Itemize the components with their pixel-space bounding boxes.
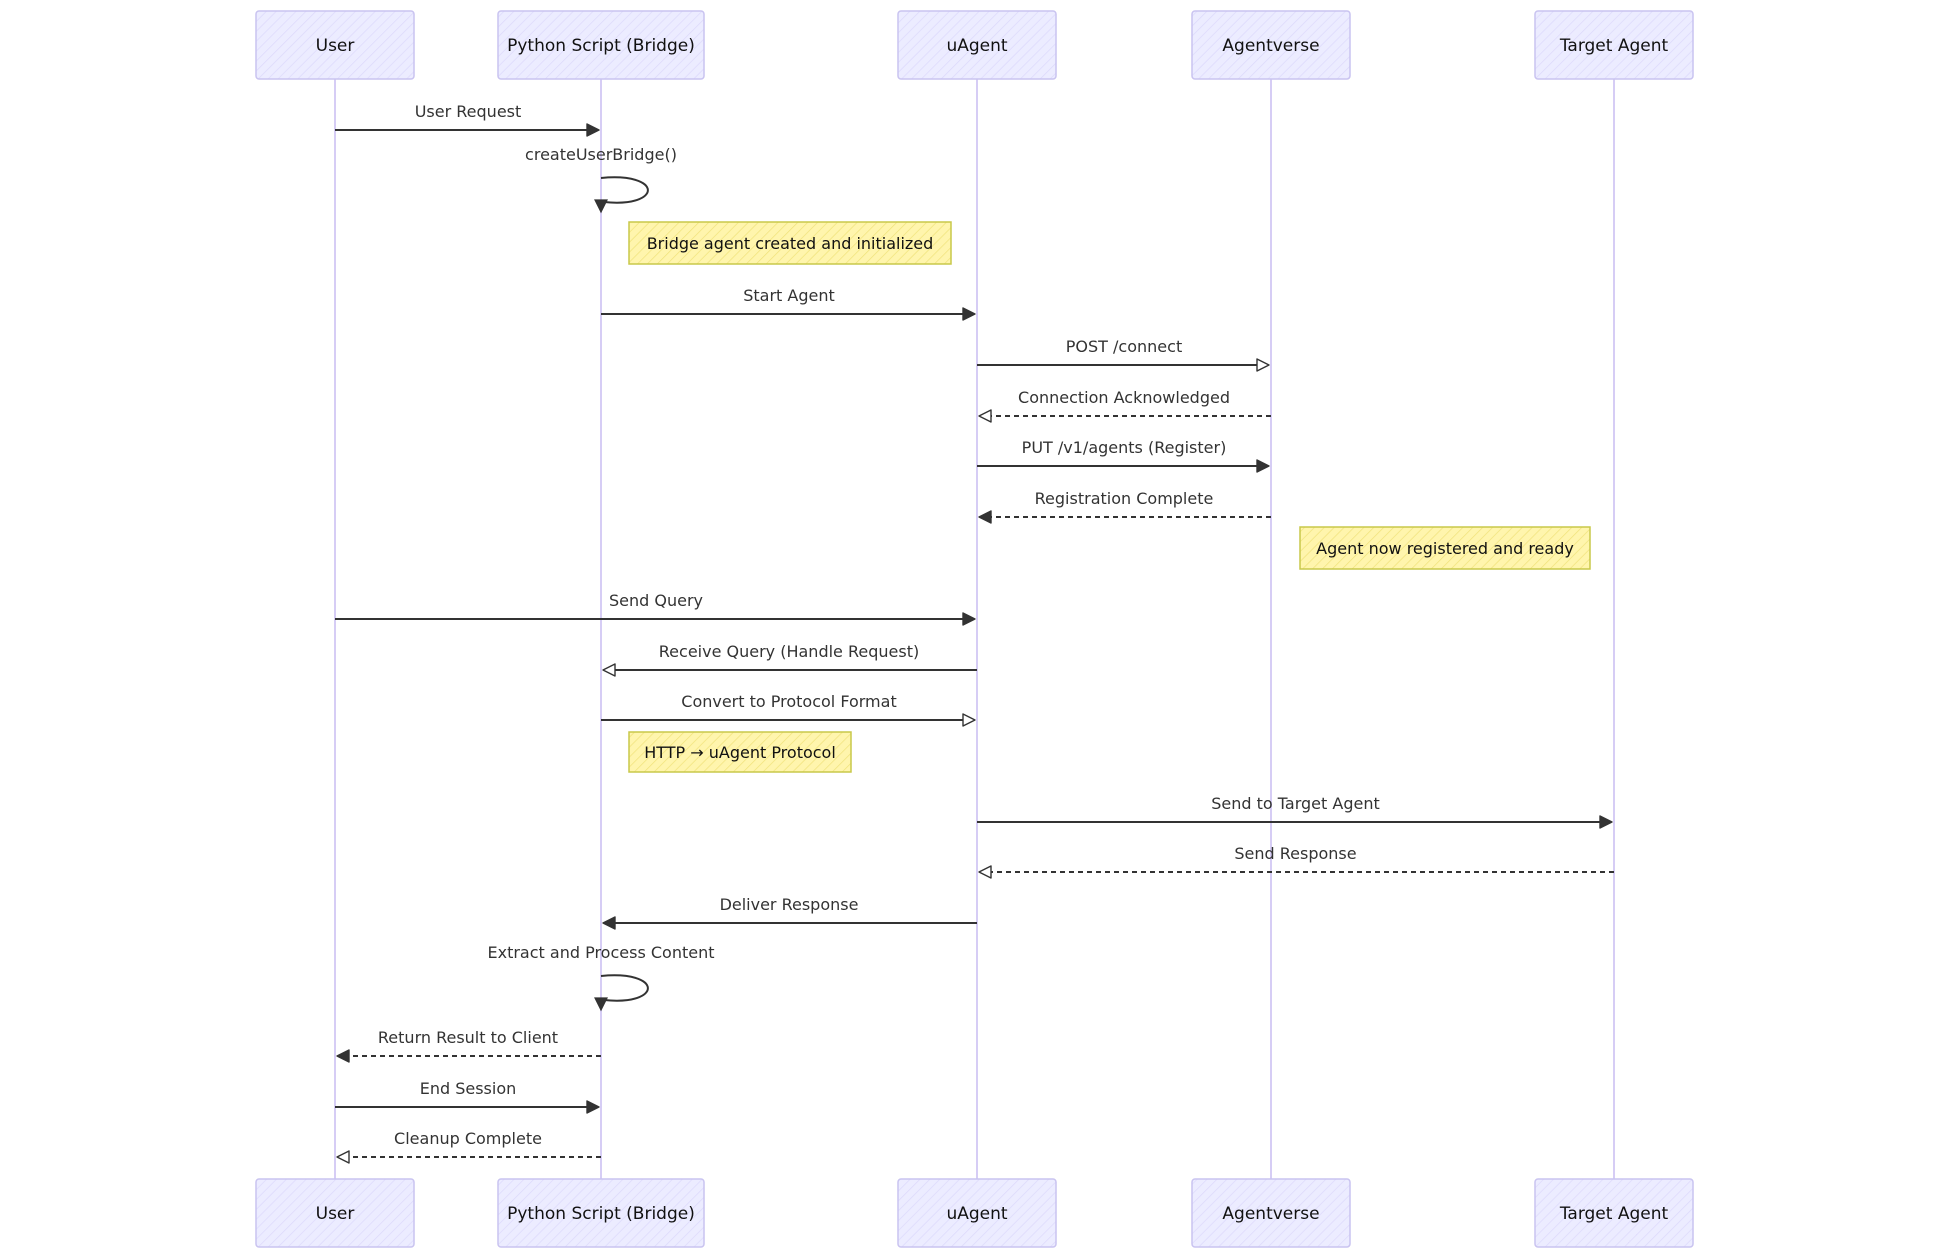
actor-bridge-top: Python Script (Bridge): [497, 10, 705, 80]
message-1: createUserBridge(): [525, 145, 677, 214]
arrowhead-open: [962, 713, 976, 727]
message-label: PUT /v1/agents (Register): [1022, 438, 1227, 457]
message-17: Return Result to Client: [336, 1028, 601, 1063]
message-label: Convert to Protocol Format: [681, 692, 896, 711]
note-box-hatch: [628, 731, 852, 773]
note-2: Bridge agent created and initialized: [628, 221, 952, 265]
message-6: PUT /v1/agents (Register): [977, 438, 1270, 473]
message-label: End Session: [420, 1079, 517, 1098]
actor-box-hatch: [255, 1178, 415, 1248]
message-11: Convert to Protocol Format: [601, 692, 976, 727]
actor-uagent-top: uAgent: [897, 10, 1057, 80]
actor-agentverse-top: Agentverse: [1191, 10, 1351, 80]
arrowhead-filled: [586, 123, 600, 137]
message-9: Send Query: [335, 591, 976, 626]
note-label: HTTP → uAgent Protocol: [644, 743, 836, 762]
actor-box-hatch: [1191, 10, 1351, 80]
note-box-hatch: [1299, 526, 1591, 570]
message-15: Deliver Response: [602, 895, 977, 930]
arrowhead-filled: [1599, 815, 1613, 829]
note-box-hatch: [628, 221, 952, 265]
actor-label: Target Agent: [1559, 1204, 1669, 1224]
message-10: Receive Query (Handle Request): [602, 642, 977, 677]
arrowhead-open: [1256, 358, 1270, 372]
actor-bridge-bottom: Python Script (Bridge): [497, 1178, 705, 1248]
message-label: Send to Target Agent: [1211, 794, 1379, 813]
message-0: User Request: [335, 102, 600, 137]
actor-label: Agentverse: [1222, 1204, 1319, 1224]
message-18: End Session: [335, 1079, 600, 1114]
actor-agentverse-bottom: Agentverse: [1191, 1178, 1351, 1248]
note-label: Agent now registered and ready: [1316, 539, 1574, 558]
actor-target-bottom: Target Agent: [1534, 1178, 1694, 1248]
message-7: Registration Complete: [978, 489, 1271, 524]
message-label: Deliver Response: [720, 895, 859, 914]
message-5: Connection Acknowledged: [978, 388, 1271, 423]
note-label: Bridge agent created and initialized: [647, 234, 934, 253]
message-label: Registration Complete: [1035, 489, 1214, 508]
actor-label: uAgent: [946, 1204, 1007, 1224]
note-8: Agent now registered and ready: [1299, 526, 1591, 570]
arrowhead-open: [978, 865, 992, 879]
arrowhead-filled: [586, 1100, 600, 1114]
actor-box-hatch: [897, 10, 1057, 80]
arrowhead-filled: [594, 997, 608, 1012]
actor-target-top: Target Agent: [1534, 10, 1694, 80]
arrowhead-open: [602, 663, 616, 677]
actor-user-top: User: [255, 10, 415, 80]
message-14: Send Response: [978, 844, 1614, 879]
actor-user-bottom: User: [255, 1178, 415, 1248]
actor-label: uAgent: [946, 36, 1007, 56]
message-line: [600, 176, 649, 204]
arrowhead-filled: [962, 612, 976, 626]
message-3: Start Agent: [601, 286, 976, 321]
actor-label: User: [316, 1204, 355, 1224]
actor-box-hatch: [1191, 1178, 1351, 1248]
actor-box-hatch: [1534, 1178, 1694, 1248]
arrowhead-filled: [336, 1049, 350, 1063]
actor-label: Agentverse: [1222, 36, 1319, 56]
arrowhead-open: [978, 409, 992, 423]
message-label: Return Result to Client: [378, 1028, 558, 1047]
actor-uagent-bottom: uAgent: [897, 1178, 1057, 1248]
note-12: HTTP → uAgent Protocol: [628, 731, 852, 773]
actor-label: Python Script (Bridge): [507, 36, 695, 56]
arrowhead-filled: [978, 510, 992, 524]
message-label: Send Query: [609, 591, 703, 610]
arrowhead-filled: [962, 307, 976, 321]
message-13: Send to Target Agent: [977, 794, 1613, 829]
message-label: Receive Query (Handle Request): [659, 642, 919, 661]
actor-box-hatch: [255, 10, 415, 80]
actor-label: Target Agent: [1559, 36, 1669, 56]
message-label: Send Response: [1234, 844, 1356, 863]
message-label: Start Agent: [743, 286, 835, 305]
message-line: [600, 974, 649, 1002]
message-19: Cleanup Complete: [336, 1129, 601, 1164]
message-16: Extract and Process Content: [488, 943, 715, 1012]
message-label: User Request: [415, 102, 522, 121]
actor-box-hatch: [497, 1178, 705, 1248]
message-label: Extract and Process Content: [488, 943, 715, 962]
arrowhead-filled: [602, 916, 616, 930]
message-label: Connection Acknowledged: [1018, 388, 1230, 407]
actor-box-hatch: [497, 10, 705, 80]
actor-box-hatch: [897, 1178, 1057, 1248]
arrowhead-open: [336, 1150, 350, 1164]
actor-label: User: [316, 36, 355, 56]
arrowhead-filled: [594, 199, 608, 214]
message-label: Cleanup Complete: [394, 1129, 542, 1148]
actor-box-hatch: [1534, 10, 1694, 80]
actor-label: Python Script (Bridge): [507, 1204, 695, 1224]
message-4: POST /connect: [977, 337, 1270, 372]
arrowhead-filled: [1256, 459, 1270, 473]
message-label: POST /connect: [1066, 337, 1182, 356]
message-label: createUserBridge(): [525, 145, 677, 164]
